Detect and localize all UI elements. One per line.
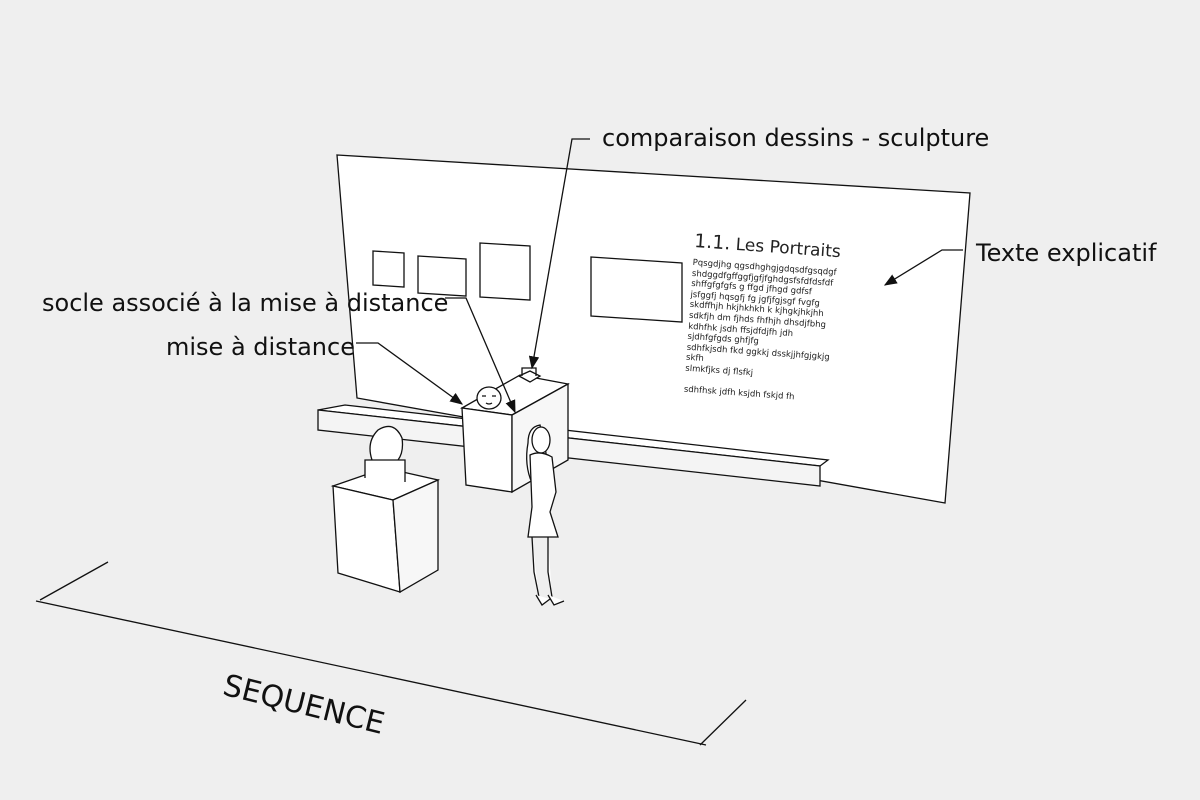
label-socle: socle associé à la mise à distance	[42, 289, 449, 317]
visitor-figure	[526, 424, 565, 606]
leader-comparison	[528, 138, 590, 370]
wall-panel-title: Les Portraits	[735, 234, 842, 263]
leader-distance	[356, 342, 464, 405]
leader-socle	[445, 297, 516, 414]
bust-sculpture	[364, 425, 406, 482]
label-explanatory-text: Texte explicatif	[976, 239, 1157, 267]
label-comparison: comparaison dessins - sculpture	[602, 124, 990, 152]
leader-explanatory-text	[883, 249, 963, 286]
wall-panel-text: 1.1. Les Portraits Pqsgdjhg qgsdhghgjgdq…	[683, 230, 854, 406]
wall-panel-number: 1.1.	[693, 230, 732, 255]
drawing-frame-2	[417, 255, 467, 297]
shelf	[317, 404, 830, 487]
drawing-frame-1	[372, 250, 405, 288]
label-distance: mise à distance	[166, 333, 355, 361]
bust-pedestal	[330, 467, 441, 594]
drawing-frame-4	[590, 256, 683, 323]
drawing-frame-3	[479, 242, 531, 301]
portrait-head	[476, 386, 502, 410]
sequence-dimension-line	[35, 561, 747, 746]
